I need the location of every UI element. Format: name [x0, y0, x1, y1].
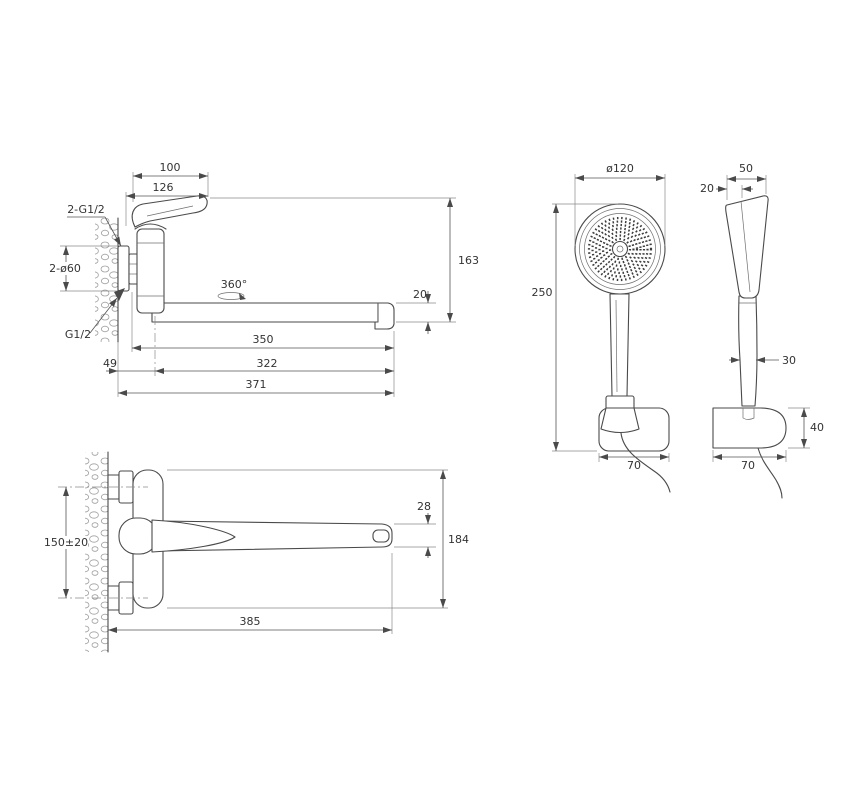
dim-escutcheon-diameter: 2-ø60 [46, 245, 118, 292]
dim-40-label: 40 [810, 421, 824, 434]
shower-head-side [725, 195, 769, 299]
dim-wall-offset: 49 [103, 316, 156, 377]
dim-bracket-width: 70 [598, 453, 670, 472]
dim-o120-label: ø120 [606, 162, 634, 175]
dim-overall-height: 163 [210, 197, 479, 323]
label-supply-thread: 2-G1/2 [67, 203, 122, 247]
dim-50-label: 50 [739, 162, 753, 175]
hose-front [620, 432, 671, 493]
faucet-side-view: 100 126 2-G1/2 2-ø60 G1/2 [46, 161, 479, 397]
handle-lever [131, 195, 208, 228]
supply-thread-label: 2-G1/2 [67, 203, 105, 216]
dim-shower-height: 250 [532, 203, 618, 452]
spray-nozzles [587, 216, 653, 282]
dim-top-depth: 20 [700, 182, 753, 198]
outlet-thread-label: G1/2 [65, 328, 91, 341]
dim-spout-reach: 350 [131, 292, 395, 397]
dim-30-label: 30 [782, 354, 796, 367]
indicator-triangle [114, 288, 125, 301]
dim-body-length: 184 [167, 469, 469, 609]
spout-tip [374, 302, 395, 330]
holder-cone [600, 407, 640, 434]
cartridge-dome [134, 223, 167, 230]
dim-handle-depth: 30 [729, 354, 796, 367]
aerator-top [372, 529, 390, 543]
dim-28-label: 28 [417, 500, 431, 513]
dim-100-label: 100 [160, 161, 181, 174]
dim-head-depth: 50 [726, 162, 767, 200]
dim-supply-centers: 150±20 [44, 487, 88, 598]
wall-hatch [95, 218, 118, 342]
spout [151, 302, 379, 323]
dim-o60-label: 2-ø60 [49, 262, 81, 275]
shower-handle-front [609, 293, 630, 397]
dim-49-label: 49 [103, 357, 117, 370]
shower-head-ring [579, 208, 661, 290]
dim-184-label: 184 [448, 533, 469, 546]
faucet-body [136, 228, 165, 314]
dim-250-label: 250 [532, 286, 553, 299]
dim-70-front-label: 70 [627, 459, 641, 472]
dim-385-label: 385 [240, 615, 261, 628]
shower-handle-side [738, 295, 758, 407]
dim-bracket-height: 40 [788, 407, 824, 449]
dim-163-label: 163 [458, 254, 479, 267]
dim-322-label: 322 [257, 357, 278, 370]
dim-20-label: 20 [413, 288, 427, 301]
rotation-arrow-icon [217, 292, 245, 300]
wall-hatch-bottom [85, 452, 108, 652]
swivel-label: 360° [221, 278, 248, 291]
head-center-cap [611, 240, 629, 258]
dim-overall-reach: 371 [118, 378, 394, 396]
escutcheon [117, 245, 130, 292]
dim-150-label: 150±20 [44, 536, 88, 549]
dim-handle-width: 100 [132, 161, 209, 202]
dim-center-reach: 322 [155, 357, 394, 374]
hose-side [757, 447, 783, 499]
dim-overall-length: 385 [108, 553, 393, 634]
dim-spout-tip-width: 28 [394, 500, 436, 558]
dim-126-label: 126 [153, 181, 174, 194]
shower-front-view: ø120 250 70 [532, 162, 671, 493]
dim-bracket-depth: 70 [712, 450, 787, 472]
bracket-side [712, 407, 787, 449]
dim-350-label: 350 [253, 333, 274, 346]
swivel-annotation: 360° [217, 278, 248, 300]
rotation-arrowhead-icon [239, 293, 246, 300]
dim-spout-height: 20 [396, 288, 436, 334]
shower-side-view: 50 20 30 40 70 [700, 162, 824, 499]
dim-body-width: 126 [125, 181, 208, 226]
faucet-top-view: 150±20 28 184 385 [44, 451, 469, 653]
dim-70-side-label: 70 [741, 459, 755, 472]
dim-371-label: 371 [246, 378, 267, 391]
handle-cap-top [118, 517, 158, 555]
handle-paddle-top [151, 519, 236, 553]
dim-head-diameter: ø120 [574, 162, 666, 246]
label-outlet-thread: G1/2 [65, 288, 125, 341]
dim-20-side-label: 20 [700, 182, 714, 195]
